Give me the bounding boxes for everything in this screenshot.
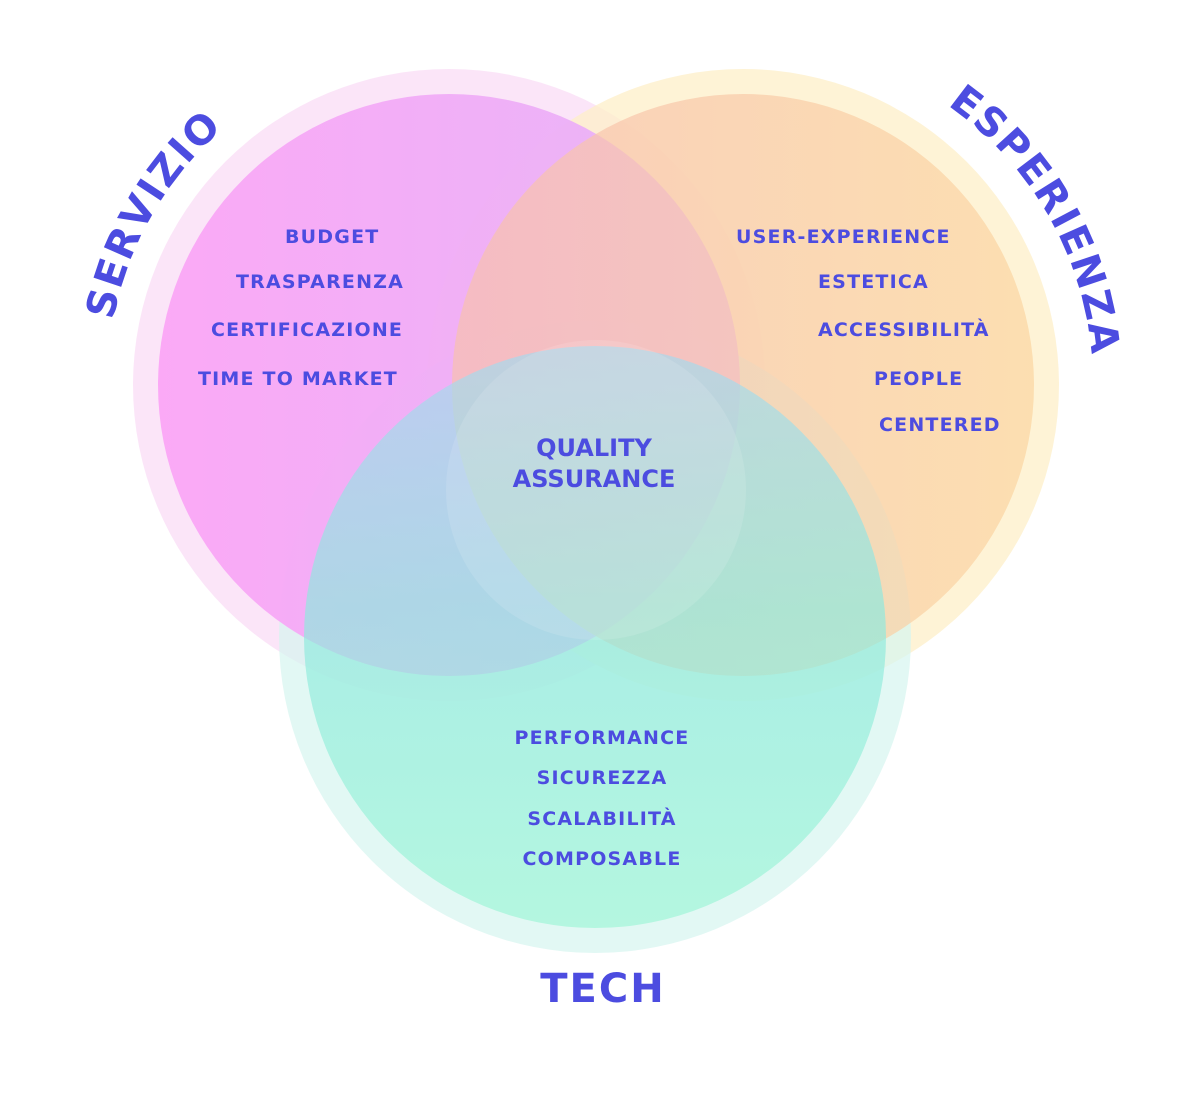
tech-circle	[304, 346, 886, 928]
servizio-item-time-to-market: TIME TO MARKET	[198, 368, 398, 390]
center-glow	[446, 340, 746, 640]
esperienza-item-user-experience: USER-EXPERIENCE	[736, 226, 951, 248]
center-label-line1: QUALITY	[536, 434, 652, 462]
esperienza-item-centered: CENTERED	[879, 414, 1001, 436]
esperienza-item-estetica: ESTETICA	[818, 271, 929, 293]
tech-item-performance: PERFORMANCE	[515, 727, 690, 749]
tech-item-composable: COMPOSABLE	[522, 848, 681, 870]
tech-title: TECH	[540, 966, 665, 1012]
servizio-item-certificazione: CERTIFICAZIONE	[211, 319, 403, 341]
esperienza-item-accessibilita: ACCESSIBILITÀ	[818, 318, 990, 341]
servizio-item-trasparenza: TRASPARENZA	[236, 271, 404, 293]
servizio-item-budget: BUDGET	[285, 226, 379, 248]
tech-item-scalabilita: SCALABILITÀ	[527, 807, 676, 830]
tech-item-sicurezza: SICUREZZA	[537, 767, 668, 789]
esperienza-item-people: PEOPLE	[874, 368, 963, 390]
center-label-line2: ASSURANCE	[513, 465, 676, 493]
